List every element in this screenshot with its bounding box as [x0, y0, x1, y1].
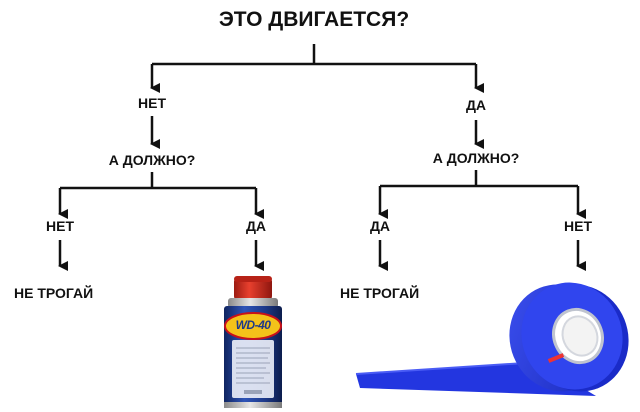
right-answer-label: ДА [465, 97, 487, 113]
left-sub-question: А ДОЛЖНО? [108, 152, 196, 168]
wd40-can-image [224, 276, 282, 408]
left-left-result: НЕ ТРОГАЙ [14, 285, 94, 301]
left-left-answer-label: НЕТ [46, 218, 74, 234]
duct-tape-image [355, 282, 629, 396]
left-answer-label: НЕТ [138, 95, 166, 111]
right-sub-question: А ДОЛЖНО? [432, 150, 520, 166]
right-left-answer-label: ДА [369, 218, 391, 234]
left-right-answer-label: ДА [245, 218, 267, 234]
right-right-answer-label: НЕТ [564, 218, 592, 234]
root-question: ЭТО ДВИГАЕТСЯ? [218, 8, 410, 31]
wd40-logo-text: WD-40 [235, 318, 271, 332]
right-left-result: НЕ ТРОГАЙ [340, 285, 420, 301]
